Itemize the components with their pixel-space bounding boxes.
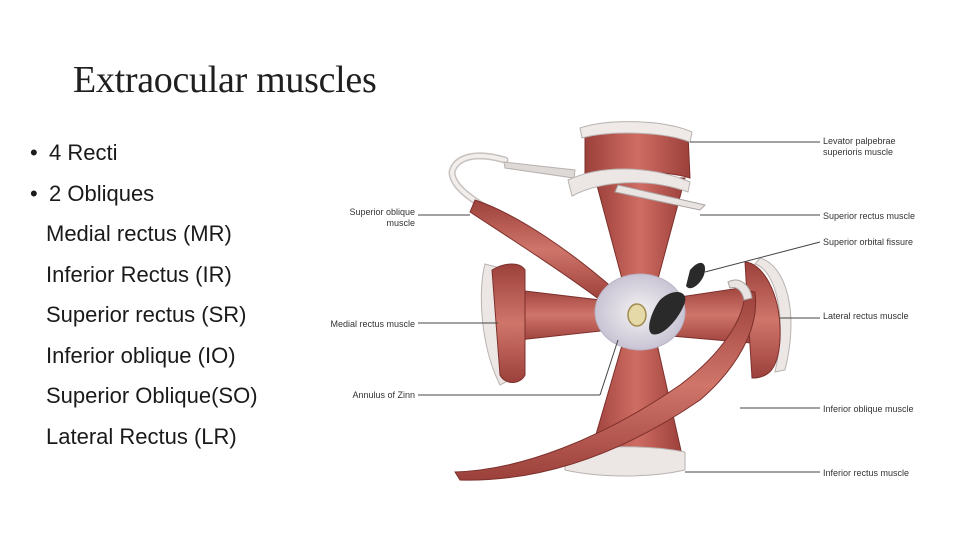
label-inferior-rectus: Inferior rectus muscle [823, 468, 909, 478]
leader-lines [418, 141, 821, 473]
label-levator-line2: superioris muscle [823, 147, 893, 157]
sub-item-inferior-rectus: Inferior Rectus (IR) [46, 261, 232, 287]
sub-item-inferior-oblique: Inferior oblique (IO) [46, 342, 236, 368]
extraocular-muscles-illustration: Levator palpebrae superioris muscle Supe… [330, 121, 915, 481]
label-medial-rectus: Medial rectus muscle [330, 319, 415, 329]
sub-item-superior-oblique: Superior Oblique(SO) [46, 383, 258, 408]
slide-title: Extraocular muscles [73, 59, 377, 101]
bullet-dot: • [30, 140, 38, 165]
label-superior-oblique-line1: Superior oblique [349, 207, 415, 217]
inferior-oblique-muscle [454, 289, 757, 481]
bullet-text: 4 Recti [49, 140, 118, 165]
sub-item-medial-rectus: Medial rectus (MR) [46, 221, 232, 246]
bullet-item: • 2 Obliques [30, 179, 258, 220]
label-inferior-oblique: Inferior oblique muscle [823, 404, 914, 414]
superior-orbital-fissure [649, 291, 686, 335]
bullet-text: 2 Obliques [49, 180, 155, 206]
label-superior-rectus: Superior rectus muscle [823, 211, 915, 221]
label-superior-orbital-fissure: Superior orbital fissure [823, 237, 913, 247]
bullet-dot: • [30, 180, 38, 206]
label-lateral-rectus: Lateral rectus muscle [823, 311, 909, 321]
bullet-list: •4 Recti •2 Obliques Medial rectus (MR) … [30, 138, 258, 462]
label-annulus-of-zinn: Annulus of Zinn [352, 390, 415, 400]
sub-item-lateral-rectus: Lateral Rectus (LR) [46, 423, 237, 449]
bullet-item: • 4 Recti [30, 138, 258, 179]
optic-canal [627, 303, 647, 327]
label-levator-line1: Levator palpebrae [823, 136, 896, 146]
sub-item-superior-rectus: Superior rectus (SR) [46, 302, 247, 327]
label-superior-oblique-line2: muscle [386, 218, 415, 228]
